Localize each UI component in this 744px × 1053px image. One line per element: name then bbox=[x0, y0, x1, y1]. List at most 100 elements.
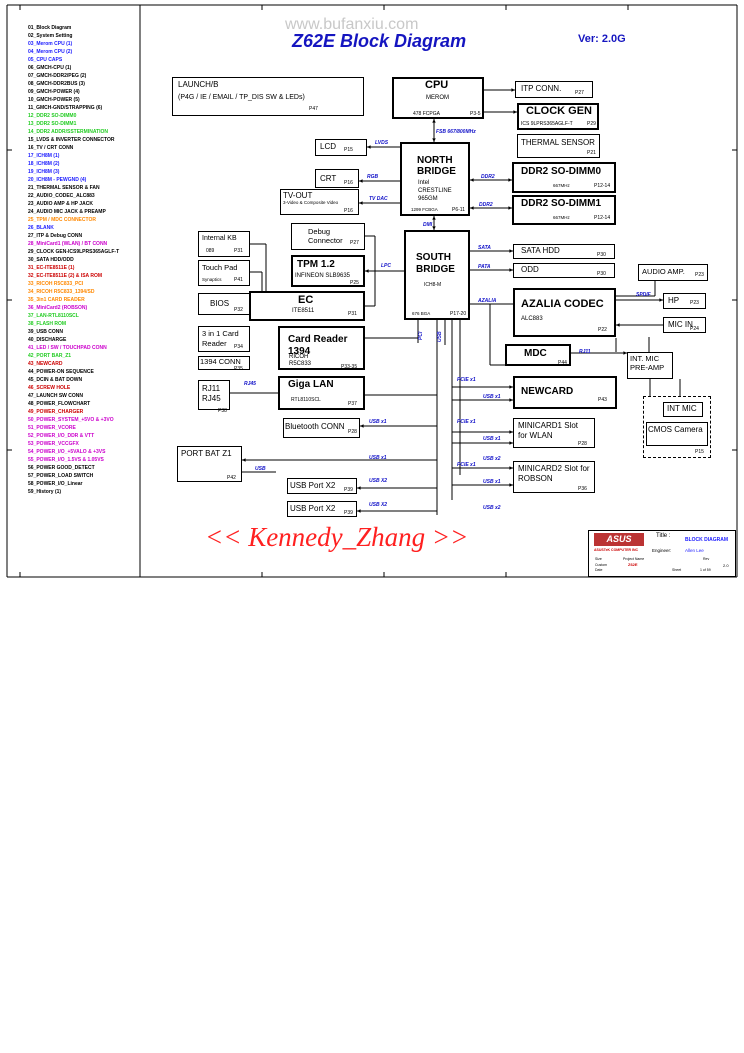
usb2-title: USB Port X2 bbox=[290, 504, 336, 513]
toc-entry: 27_ITP & Debug CONN bbox=[28, 233, 83, 239]
clockgen-block bbox=[517, 103, 599, 130]
internalkb-title: Internal KB bbox=[202, 235, 237, 242]
bus-label: USB x1 bbox=[483, 436, 501, 442]
tvout-sub: 3-Video & Composite Video bbox=[283, 200, 339, 205]
company-name: ASUSTeK COMPUTER INC bbox=[594, 548, 639, 552]
sb-sub: ICH8-M bbox=[424, 282, 442, 288]
toc-entry: 09_GMCH-POWER (4) bbox=[28, 89, 80, 95]
page-ref: P22 bbox=[598, 327, 607, 333]
title-label: Title : bbox=[656, 533, 671, 539]
page-ref: P47 bbox=[309, 106, 318, 112]
touchpad-block bbox=[198, 260, 250, 286]
bus-label: DMI bbox=[423, 222, 433, 228]
page-ref: P16 bbox=[344, 208, 353, 214]
toc-entry: 42_PORT BAR_Z1 bbox=[28, 353, 72, 359]
touchpad-sub: Synaptics bbox=[202, 277, 222, 282]
bios-title: BIOS bbox=[210, 299, 230, 308]
bus-label: PCIE x1 bbox=[457, 377, 476, 383]
azalia-title: AZALIA CODEC bbox=[521, 298, 604, 310]
page-ref: P29 bbox=[587, 121, 596, 127]
toc-entry: 13_DDR2 SO-DIMM1 bbox=[28, 121, 77, 127]
dimm1-title: DDR2 SO-DIMM1 bbox=[521, 198, 602, 209]
arrow-head bbox=[511, 88, 515, 92]
page-ref: P3-5 bbox=[470, 111, 481, 117]
toc-entry: 32_EC-ITE8511E (2) & ISA ROM bbox=[28, 273, 103, 279]
dimm0-title: DDR2 SO-DIMM0 bbox=[521, 166, 602, 177]
toc-entry: 18_ICH8M (2) bbox=[28, 161, 60, 167]
northbridge-block bbox=[400, 142, 470, 216]
bus-label: PCI bbox=[418, 331, 424, 340]
page-ref: P21 bbox=[587, 150, 596, 156]
minicard1-title: MINICARD1 Slot for WLAN bbox=[518, 421, 579, 440]
lcd-title: LCD bbox=[320, 142, 337, 151]
cardslot-title: 3 in 1 Card Reader bbox=[202, 329, 239, 348]
page-ref: P25 bbox=[350, 280, 359, 286]
gigalan-block bbox=[278, 376, 365, 410]
thermal-title: THERMAL SENSOR bbox=[521, 138, 595, 147]
page-ref: P33-35 bbox=[341, 364, 358, 370]
page-ref: P39 bbox=[344, 487, 353, 493]
cpu-pkg: 478 FCPGA bbox=[413, 111, 440, 117]
azalia-sub: ALC883 bbox=[521, 316, 543, 322]
page-ref: P37 bbox=[348, 401, 357, 407]
page-ref: P36 bbox=[578, 486, 587, 492]
arrow-head bbox=[432, 216, 436, 220]
toc-entry: 31_EC-ITE8511E (1) bbox=[28, 265, 75, 271]
toc-entry: 16_TV / CRT CONN bbox=[28, 145, 74, 151]
northbridge-title: NORTH BRIDGE bbox=[417, 155, 456, 177]
ec-block bbox=[249, 291, 365, 321]
crt-block bbox=[315, 169, 359, 188]
toc-entry: 43_NEWCARD bbox=[28, 361, 63, 367]
cpu-sub: MEROM bbox=[426, 95, 449, 101]
page-ref: P27 bbox=[350, 240, 359, 246]
arrow-head bbox=[509, 430, 513, 434]
toc-entry: 45_DCIN & BAT DOWN bbox=[28, 377, 83, 383]
page-ref: P28 bbox=[348, 429, 357, 435]
page-ref: P31 bbox=[348, 311, 357, 317]
bus-label: PCIE x1 bbox=[457, 419, 476, 425]
toc-entry: 26_BLANK bbox=[28, 225, 54, 231]
page-ref: P42 bbox=[227, 475, 236, 481]
toc-entry: 29_CLOCK GEN-ICS9LPRS365AGLF-T bbox=[28, 249, 120, 255]
arrow-head bbox=[359, 201, 363, 205]
toc-entry: 33_RICOH R5C833_PCI bbox=[28, 281, 84, 287]
portbar-title: PORT BAT Z1 bbox=[181, 449, 232, 458]
page-ref: P34 bbox=[234, 344, 243, 350]
arrow-head bbox=[509, 398, 513, 402]
bus-label: PCIE x1 bbox=[457, 462, 476, 468]
hp-block bbox=[663, 293, 706, 309]
page-ref: P17-20 bbox=[450, 311, 467, 317]
project-value: Z62E bbox=[628, 562, 638, 567]
arrow-head bbox=[509, 441, 513, 445]
touchpad-title: Touch Pad bbox=[202, 263, 238, 272]
toc-entry: 34_RICOH R5C833_1394/SD bbox=[28, 289, 95, 295]
bus-label: AZALIA bbox=[478, 298, 497, 304]
arrow-head bbox=[357, 509, 361, 513]
dimm1-block bbox=[512, 195, 616, 225]
internalkb-block bbox=[198, 231, 250, 257]
cardreader-title: Card Reader 1394 bbox=[288, 334, 348, 357]
title-value: BLOCK DIAGRAM bbox=[685, 537, 729, 543]
bt-block bbox=[283, 418, 360, 438]
lcd-block bbox=[315, 139, 367, 156]
toc-entry: 51_POWER_VCORE bbox=[28, 425, 76, 431]
cr-sub1: RICOH bbox=[289, 354, 309, 360]
mdc-title: MDC bbox=[524, 348, 547, 359]
toc-entry: 44_POWER-ON SEQUENCE bbox=[28, 369, 94, 375]
project-label: Project Name bbox=[623, 557, 645, 561]
toc-entry: 19_ICH8M (3) bbox=[28, 169, 60, 175]
toc-entry: 46_SCREW HOLE bbox=[28, 385, 71, 391]
tpm-title: TPM 1.2 bbox=[297, 259, 335, 270]
watermark: www.bufanxiu.com bbox=[285, 16, 419, 33]
toc-entry: 06_GMCH-CPU (1) bbox=[28, 65, 72, 71]
engineer-value: Allen Lee bbox=[685, 548, 704, 553]
engineer-label: Engineer: bbox=[652, 548, 672, 553]
page-ref: P30 bbox=[597, 252, 606, 258]
toc-entry: 08_GMCH-DDR2BUS (3) bbox=[28, 81, 85, 87]
toc-entry: 55_POWER_I/O_1.5VS & 1.05VS bbox=[28, 457, 104, 463]
dimm0-block bbox=[512, 162, 616, 193]
page-ref: P31 bbox=[234, 248, 243, 254]
toc-entry: 48_POWER_FLOWCHART bbox=[28, 401, 91, 407]
arrow-head bbox=[616, 323, 620, 327]
toc-entry: 11_GMCH-GND/STRAPPING (6) bbox=[28, 105, 103, 111]
